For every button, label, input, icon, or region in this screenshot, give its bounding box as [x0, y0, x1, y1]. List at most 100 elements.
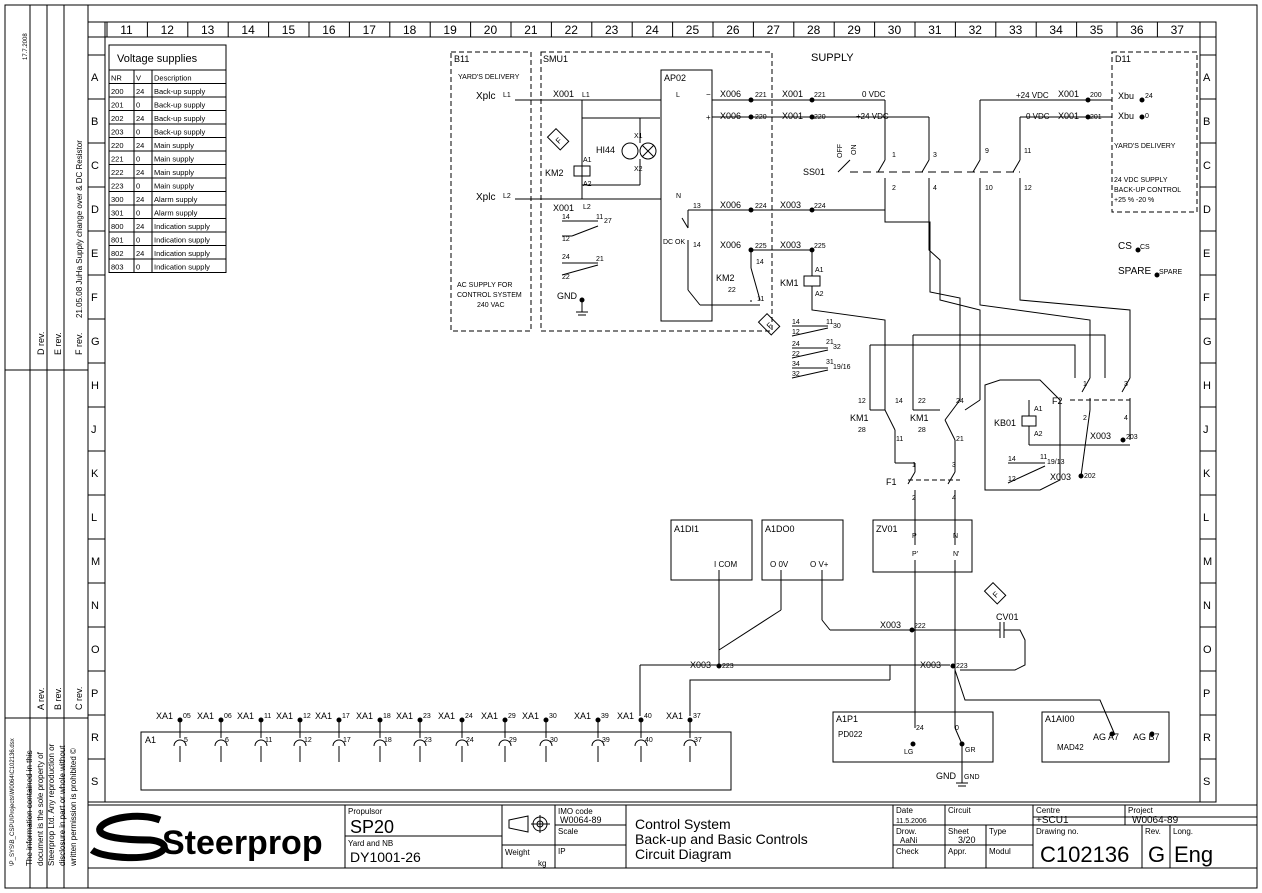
smu1-label: SMU1: [543, 54, 568, 64]
svg-text:F: F: [554, 136, 564, 146]
backup-24vdc-label: +24 VDC: [1016, 91, 1049, 100]
svg-text:24: 24: [792, 341, 800, 348]
svg-text:201: 201: [1090, 114, 1102, 121]
f-rev-label: F rev.: [74, 333, 84, 355]
column-number: 26: [726, 23, 740, 37]
backup-0vdc-label: 0 VDC: [1026, 112, 1050, 121]
svg-text:221: 221: [814, 92, 826, 99]
svg-text:19/16: 19/16: [833, 364, 851, 371]
svg-text:24: 24: [562, 254, 570, 261]
svg-text:12: 12: [858, 398, 866, 405]
drawn-label: Drow.: [896, 827, 916, 836]
row-letter-right: N: [1203, 600, 1211, 612]
svg-text:223: 223: [722, 663, 734, 670]
svg-text:221: 221: [755, 92, 767, 99]
voltage-table-cell: 24: [136, 195, 144, 204]
ss01-label: SS01: [803, 167, 825, 177]
row-letter-left: L: [91, 512, 97, 524]
a1di1-label: A1DI1: [674, 524, 699, 534]
column-number: 33: [1009, 23, 1023, 37]
xa1-label: XA1: [481, 711, 498, 721]
ac-supply-line3: 240 VAC: [477, 302, 505, 309]
terminal-socket-icon: [591, 739, 605, 747]
voltage-table-cell: Back-up supply: [154, 114, 206, 123]
xa1-top-pin: 11: [264, 713, 271, 720]
xa1-top-pin: 17: [342, 713, 350, 720]
backup-note-1: 24 VDC SUPPLY: [1114, 177, 1168, 184]
svg-text:28: 28: [918, 427, 926, 434]
l1-label: L1: [503, 92, 511, 99]
voltage-table-cell: 0: [136, 209, 140, 218]
x006-220-label: X006: [720, 111, 741, 121]
x001-200-label: X001: [1058, 89, 1079, 99]
x003-225-label: X003: [780, 240, 801, 250]
voltage-table-cell: 300: [111, 195, 124, 204]
xa1-label: XA1: [522, 711, 539, 721]
date-stamp: 17.7.2008: [23, 33, 29, 60]
propulsor-value: SP20: [350, 817, 394, 837]
e-rev-label: E rev.: [53, 332, 63, 355]
smu1-box: [540, 51, 773, 332]
terminal-socket-icon: [254, 739, 268, 747]
svg-text:4: 4: [952, 495, 956, 502]
svg-text:21: 21: [956, 436, 964, 443]
kb01-label: KB01: [994, 418, 1016, 428]
xa1-top-pin: 40: [644, 713, 652, 720]
f1-label: F1: [886, 477, 897, 487]
svg-text:21: 21: [826, 339, 834, 346]
supply-title: SUPPLY: [811, 52, 854, 64]
a1ai00-label: A1AI00: [1045, 714, 1075, 724]
xa1-top-pin: 37: [693, 713, 701, 720]
x003-203-label: X003: [1090, 431, 1111, 441]
svg-text:A2: A2: [1034, 431, 1043, 438]
voltage-table-cell: Back-up supply: [154, 128, 206, 137]
column-number: 17: [363, 23, 377, 37]
svg-text:0: 0: [955, 725, 959, 732]
svg-text:32: 32: [833, 344, 841, 351]
row-letter-right: F: [1203, 292, 1210, 304]
xplc-l1-label: Xplc: [476, 91, 495, 102]
ag-b7-label: AG B7: [1133, 732, 1160, 742]
x001-220-label: X001: [782, 111, 803, 121]
xa1-label: XA1: [396, 711, 413, 721]
row-letter-left: A: [91, 72, 99, 84]
column-number: 21: [524, 23, 538, 37]
sheet-label: Sheet: [948, 827, 970, 836]
row-letter-right: P: [1203, 688, 1210, 700]
svg-text:21: 21: [596, 256, 604, 263]
svg-text:2: 2: [1083, 415, 1087, 422]
disclaimer-line: written permission is prohibited ©: [69, 748, 78, 867]
xa1-label: XA1: [356, 711, 373, 721]
title-line-2: Back-up and Basic Controls: [635, 831, 808, 847]
lang-value: Eng: [1174, 842, 1213, 867]
row-letter-right: E: [1203, 248, 1210, 260]
column-number: 35: [1090, 23, 1104, 37]
voltage-table-cell: 801: [111, 236, 124, 245]
x006-225-label: X006: [720, 240, 741, 250]
row-letter-left: F: [91, 292, 98, 304]
svg-text:3: 3: [952, 462, 956, 469]
xa1-bottom-pin: 6: [225, 737, 229, 744]
km2-aux-label: KM2: [716, 273, 735, 283]
row-letter-right: D: [1203, 204, 1211, 216]
ac-supply-line1: AC SUPPLY FOR: [457, 282, 512, 289]
row-letter-left: G: [91, 336, 100, 348]
xa1-top-pin: 39: [601, 713, 609, 720]
row-letter-right: H: [1203, 380, 1211, 392]
voltage-table-cell: 201: [111, 101, 124, 110]
svg-text:22: 22: [918, 398, 926, 405]
voltage-table-cell: 24: [136, 114, 144, 123]
voltage-table-header: Description: [154, 74, 192, 83]
xa1-bottom-pin: 17: [343, 737, 351, 744]
terminal-socket-icon: [539, 739, 553, 747]
terminal-socket-icon: [634, 739, 648, 747]
svg-text:P': P': [912, 551, 918, 558]
svg-text:A1: A1: [1034, 406, 1043, 413]
svg-text:N: N: [953, 533, 958, 540]
svg-text:1: 1: [912, 462, 916, 469]
lang-label: Long.: [1173, 827, 1193, 836]
xa1-top-pin: 05: [183, 713, 191, 720]
terminal-socket-icon: [293, 739, 307, 747]
